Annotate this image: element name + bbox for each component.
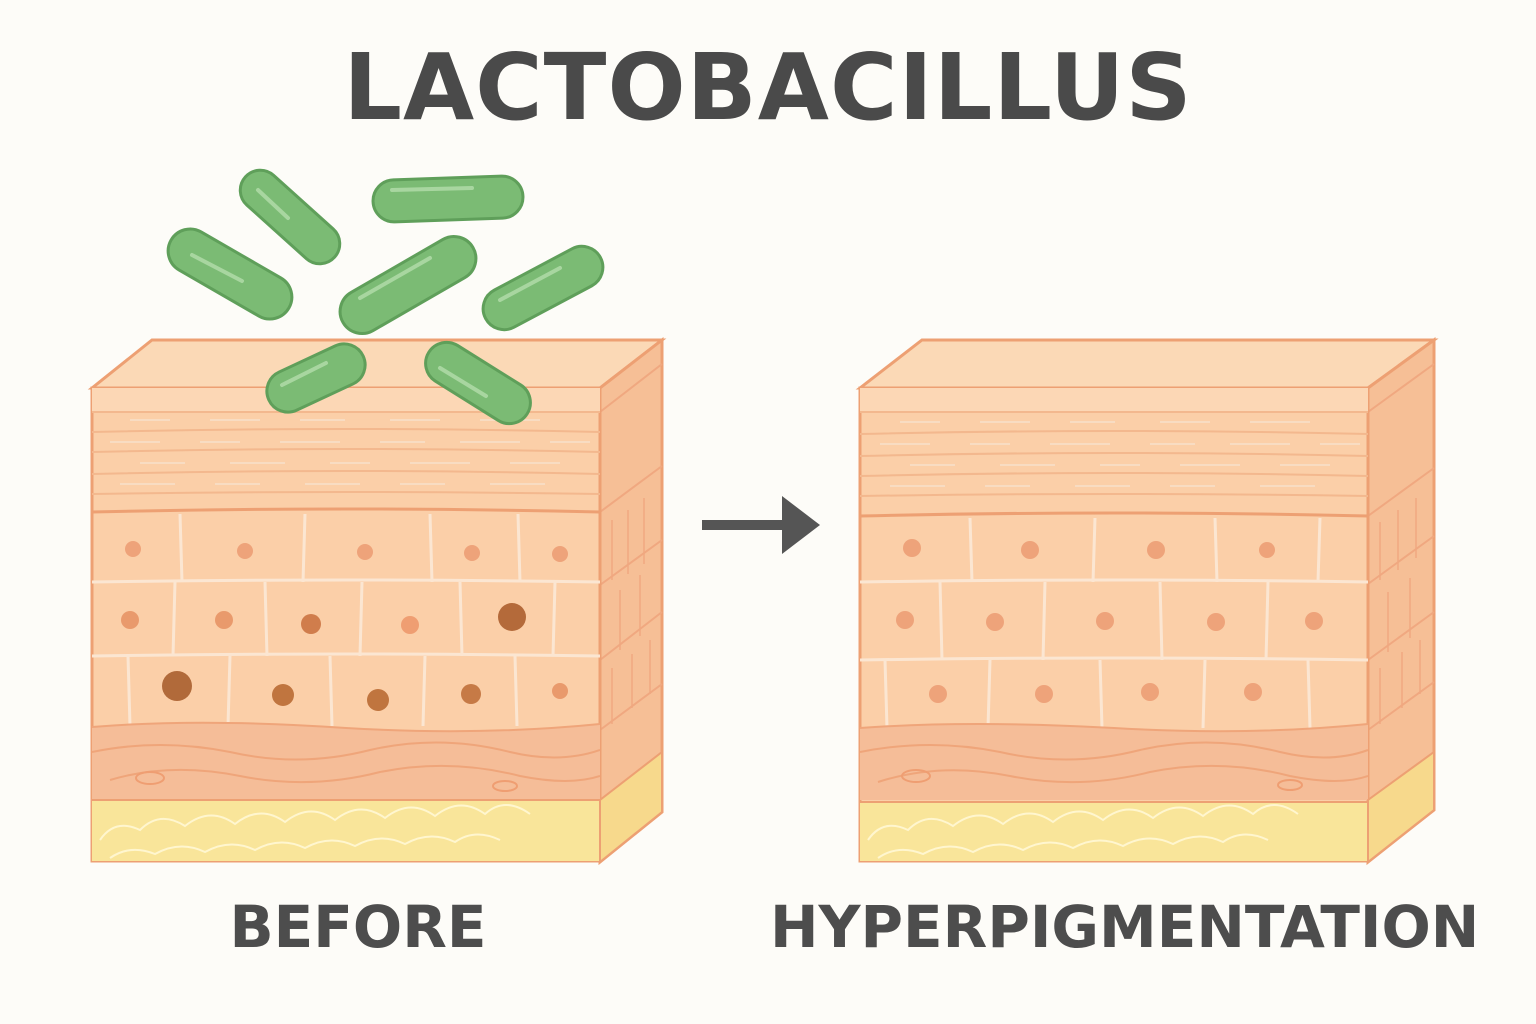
fat-layer: [92, 800, 600, 861]
hyperpigmentation-label: HYPERPIGMENTATION: [770, 893, 1480, 961]
skin-top-face: [87, 338, 667, 390]
right-arrow-icon: [702, 496, 820, 554]
before-label: BEFORE: [229, 893, 487, 961]
rod-bacterium-icon: [166, 168, 605, 426]
melanin-spots-after: [896, 539, 1323, 703]
melanin-spots-before: [121, 541, 568, 711]
skin-top-face: [855, 338, 1439, 390]
skin-block-before: [87, 336, 667, 866]
diagram-title: LACTOBACILLUS: [343, 34, 1193, 141]
skin-block-after: [855, 337, 1439, 866]
fat-layer: [860, 802, 1368, 861]
